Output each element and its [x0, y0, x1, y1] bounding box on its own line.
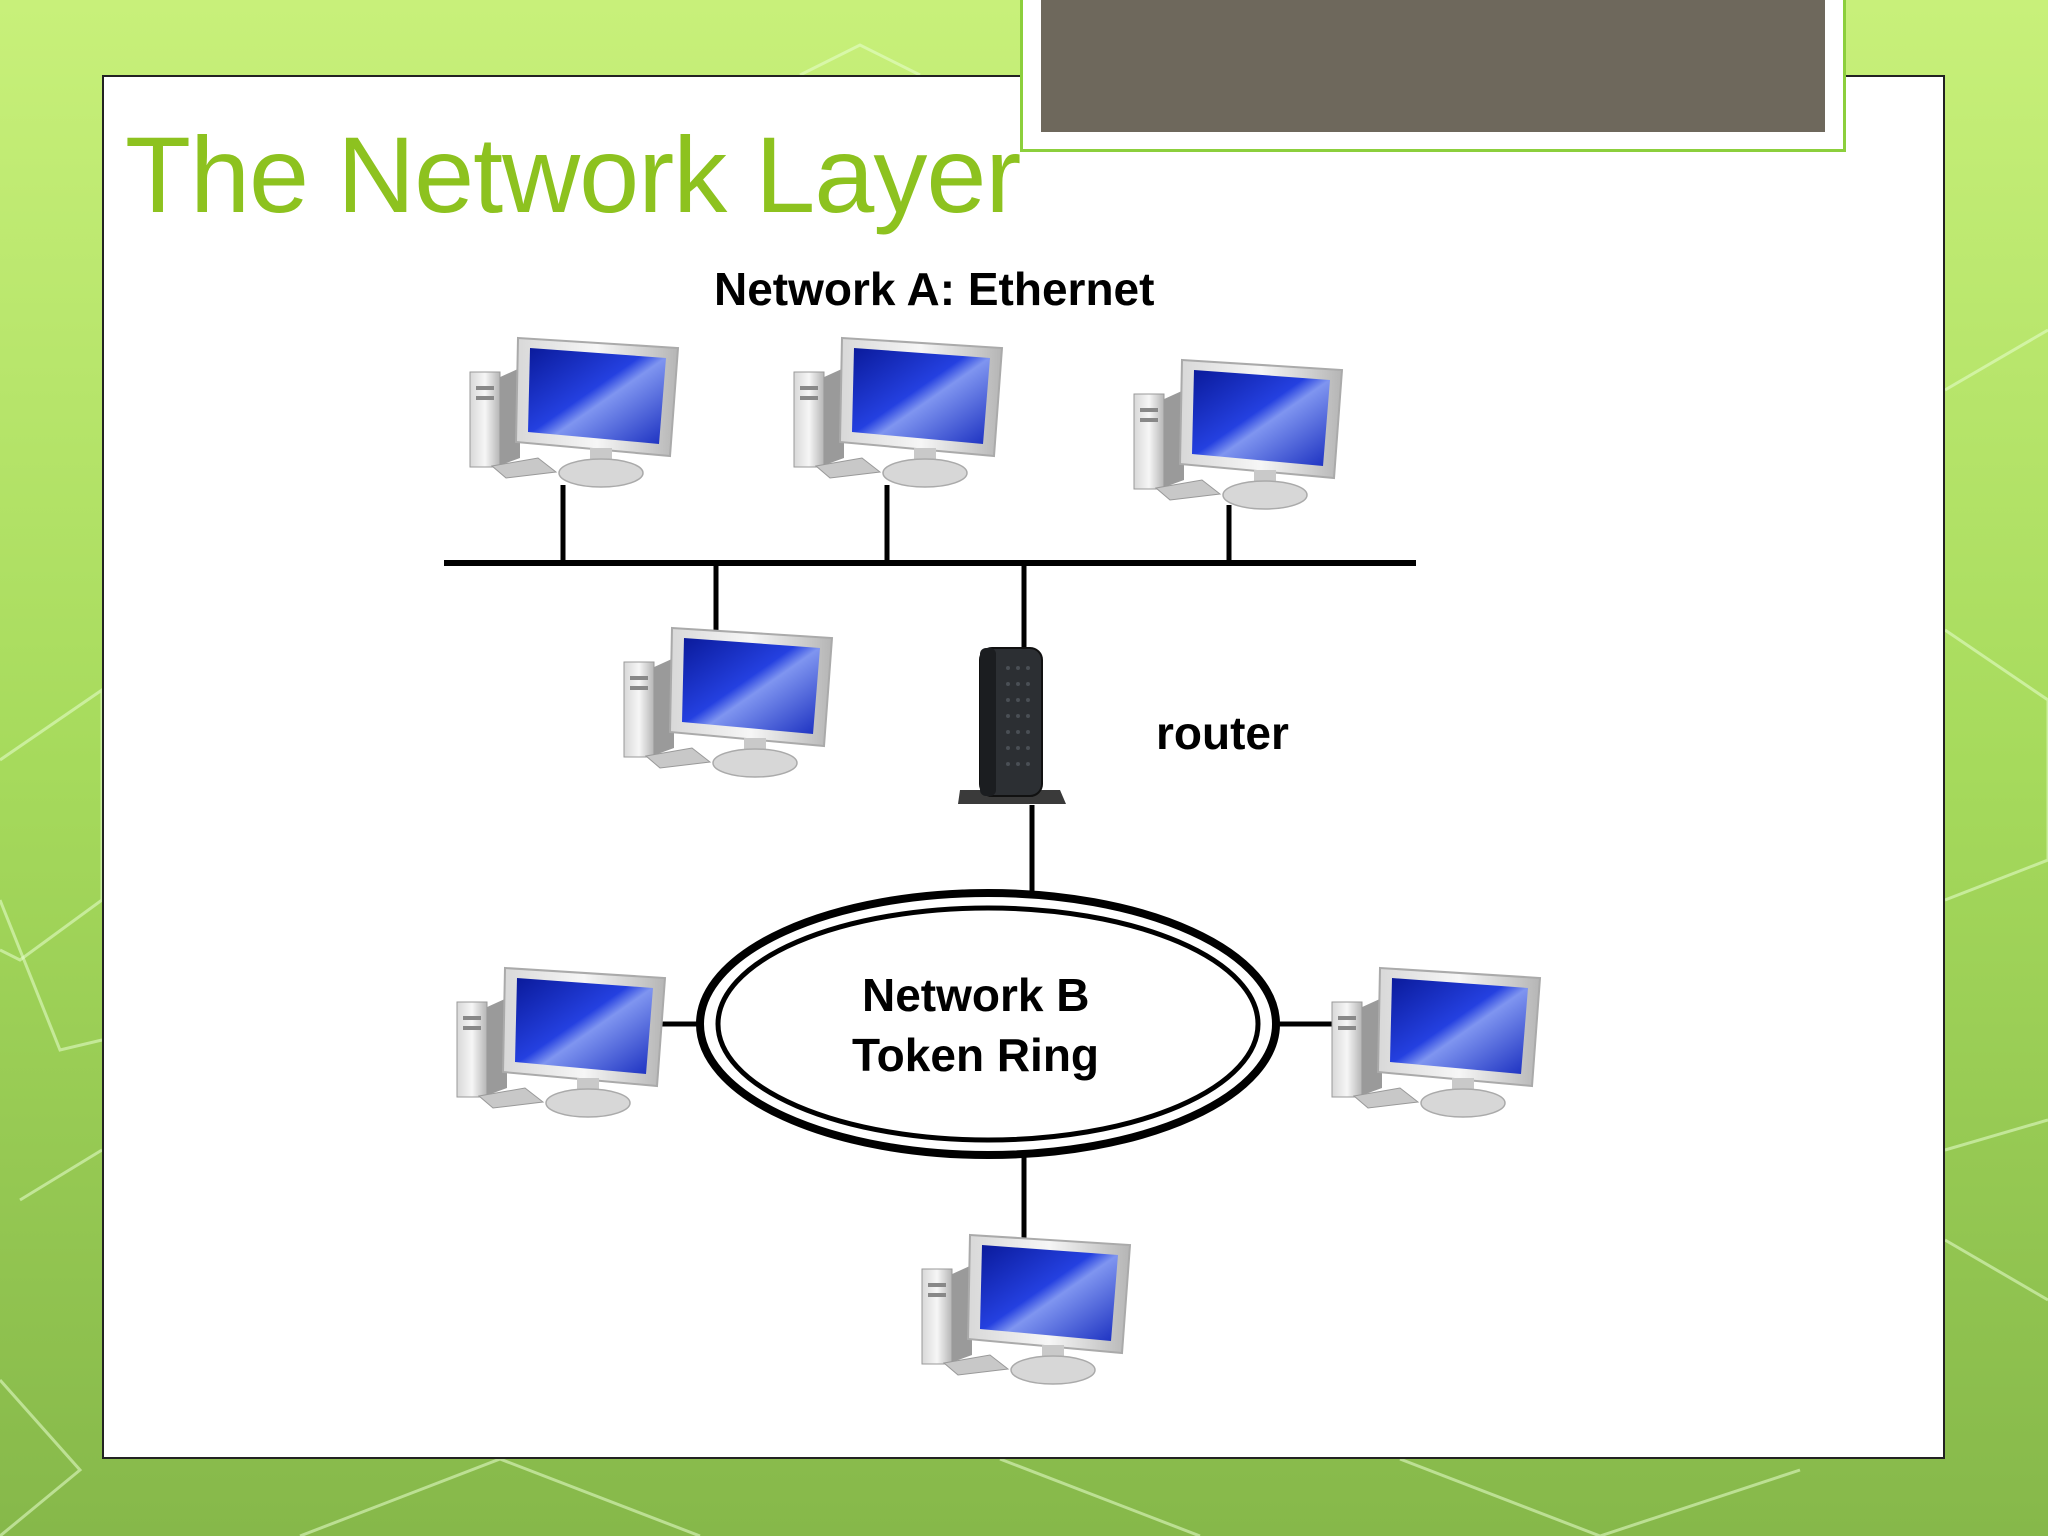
header-tab-fill: [1041, 0, 1825, 132]
network-b-label-line1: Network B: [862, 969, 1090, 1021]
slide-title: The Network Layer: [125, 114, 1021, 235]
header-tab-decoration: [1020, 0, 1846, 152]
network-b-label-line2: Token Ring: [852, 1029, 1100, 1081]
network-a-label: Network A: Ethernet: [714, 263, 1155, 315]
router-label: router: [1156, 707, 1289, 759]
